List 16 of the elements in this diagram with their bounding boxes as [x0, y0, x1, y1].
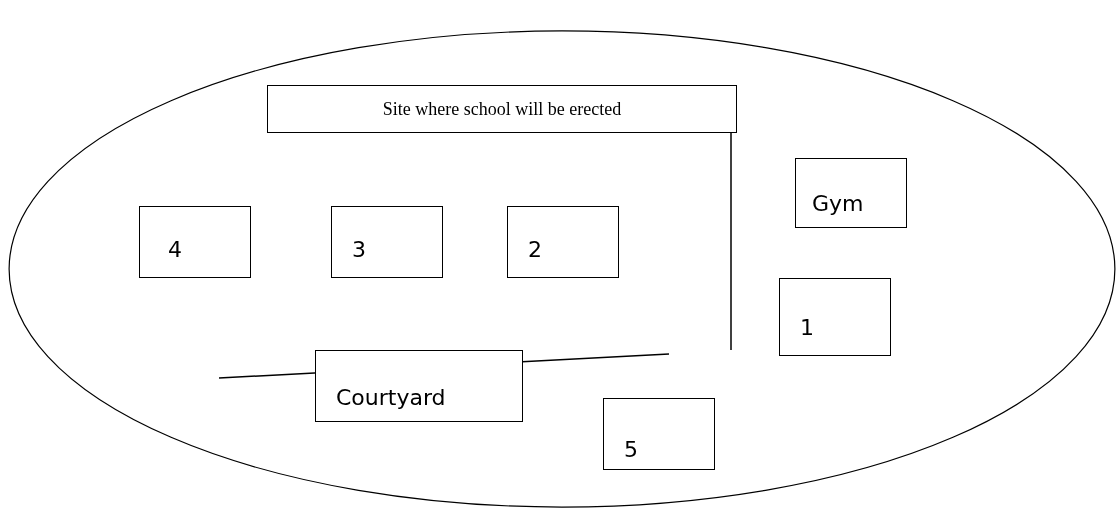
area-label: Gym [812, 193, 864, 215]
area-label: Site where school will be erected [382, 100, 622, 118]
area-box [507, 206, 619, 278]
area-box [267, 85, 737, 133]
area-box [795, 158, 907, 228]
area-label: Courtyard [336, 387, 446, 409]
area-box [331, 206, 443, 278]
area-label: 2 [528, 239, 542, 261]
area-label: 4 [168, 239, 182, 261]
area-box [315, 350, 523, 422]
area-label: 1 [800, 317, 814, 339]
area-box [603, 398, 715, 470]
area-box [139, 206, 251, 278]
area-box [779, 278, 891, 356]
area-label: 5 [624, 439, 638, 461]
area-label: 3 [352, 239, 366, 261]
